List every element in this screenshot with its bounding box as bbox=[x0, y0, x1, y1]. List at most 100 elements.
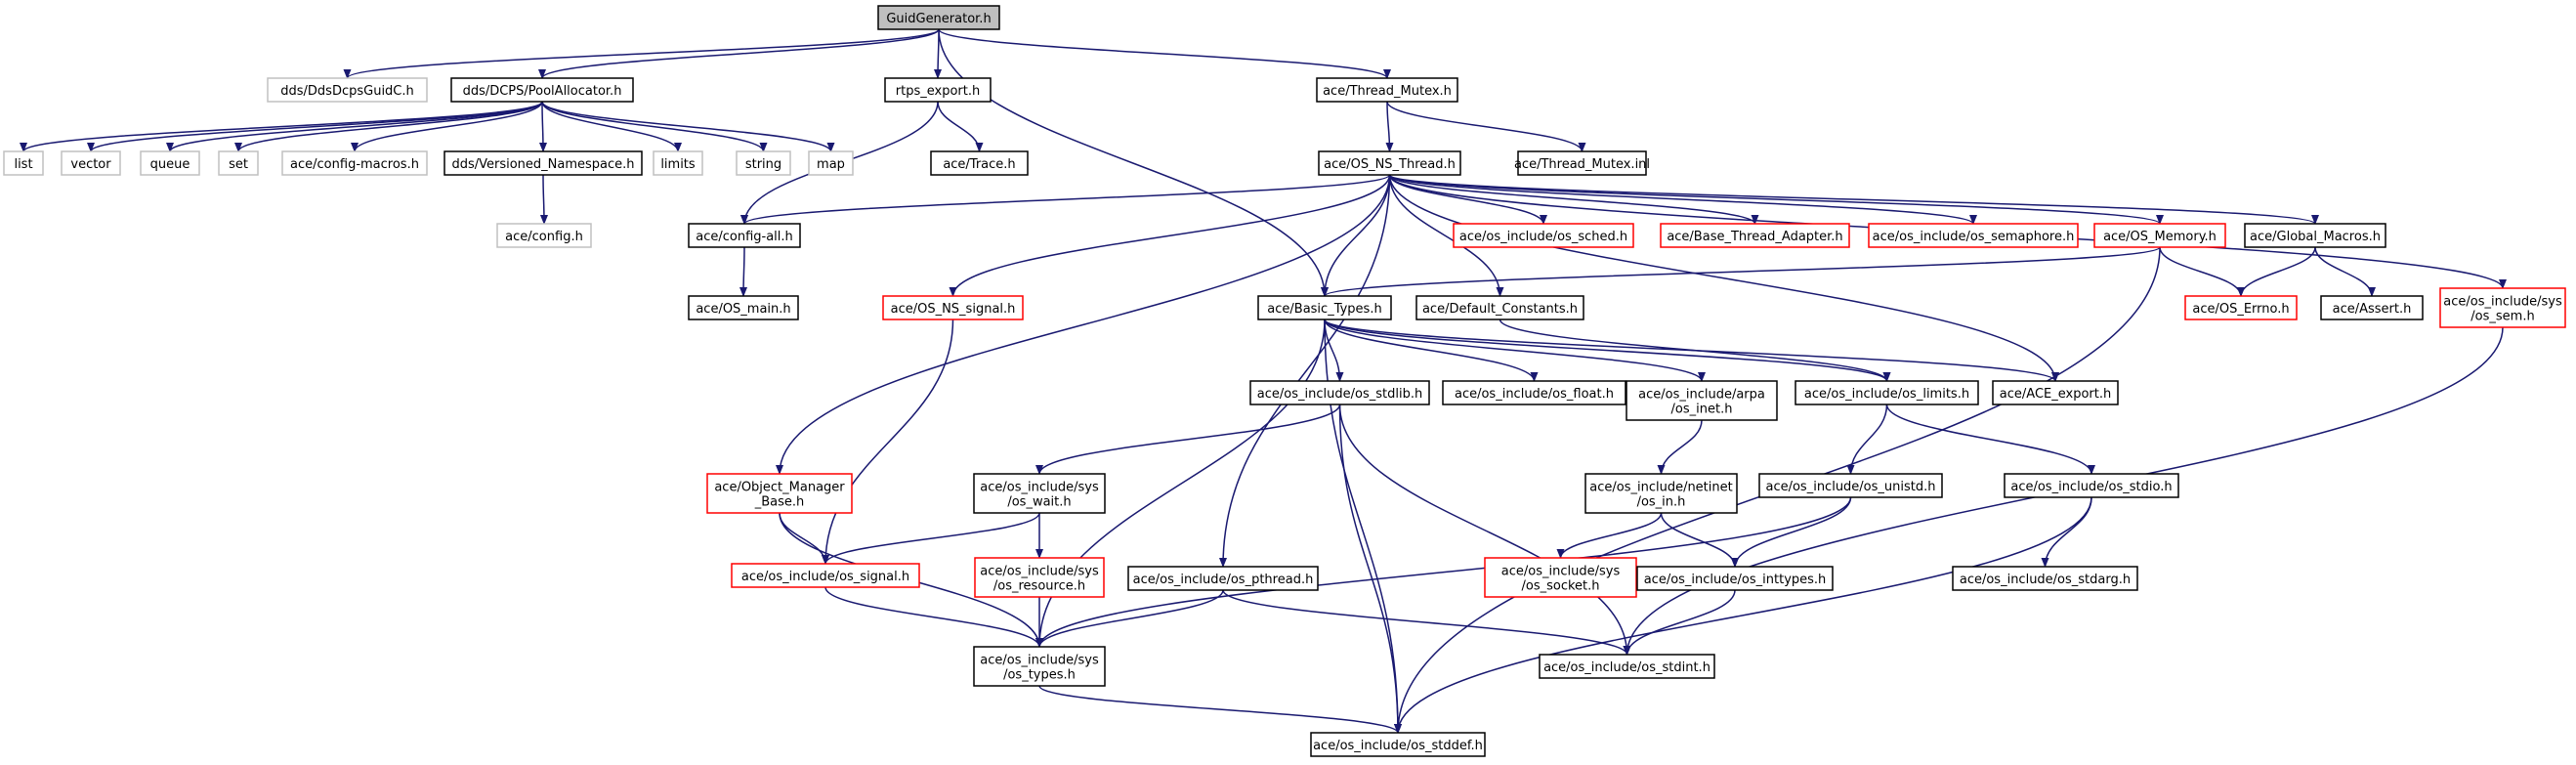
node-box bbox=[2320, 295, 2424, 320]
node-verns[interactable]: dds/Versioned_Namespace.h bbox=[443, 150, 643, 176]
node-vector[interactable]: vector bbox=[61, 150, 121, 176]
node-oserrno[interactable]: ace/OS_Errno.h bbox=[2184, 295, 2298, 320]
node-label: ace/os_include/os_pthread.h bbox=[1133, 573, 1314, 587]
node-label: dds/Versioned_Namespace.h bbox=[451, 157, 634, 172]
edge-osns-to-ossema bbox=[1388, 174, 1977, 225]
node-resource[interactable]: ace/os_include/sys/os_resource.h bbox=[974, 557, 1105, 598]
node-label: vector bbox=[70, 157, 111, 172]
node-trace[interactable]: ace/Trace.h bbox=[930, 150, 1029, 176]
node-box bbox=[1415, 295, 1584, 320]
node-label: ace/os_include/sys bbox=[980, 481, 1099, 495]
node-syssocket[interactable]: ace/os_include/sys/os_socket.h bbox=[1484, 557, 1637, 598]
node-label: ace/os_include/netinet bbox=[1589, 481, 1732, 495]
node-label: dds/DdsDcpsGuidC.h bbox=[280, 84, 414, 99]
node-config[interactable]: ace/config.h bbox=[496, 223, 592, 248]
node-defconst[interactable]: ace/Default_Constants.h bbox=[1415, 295, 1584, 320]
node-label: ace/Basic_Types.h bbox=[1267, 302, 1381, 317]
edge-poolalloc-to-set bbox=[234, 101, 543, 152]
node-ddsguidc[interactable]: dds/DdsDcpsGuidC.h bbox=[267, 77, 428, 103]
node-limits[interactable]: limits bbox=[653, 150, 703, 176]
node-stdarg[interactable]: ace/os_include/os_stdarg.h bbox=[1952, 566, 2138, 591]
node-label: ace/config.h bbox=[505, 230, 583, 244]
edge-poolalloc-to-queue bbox=[166, 101, 543, 152]
node-objmgr[interactable]: ace/Object_Manager_Base.h bbox=[706, 473, 853, 514]
node-arpainet[interactable]: ace/os_include/arpa/os_inet.h bbox=[1626, 380, 1778, 421]
node-cfgall[interactable]: ace/config-all.h bbox=[688, 223, 801, 248]
node-ossched[interactable]: ace/os_include/os_sched.h bbox=[1453, 223, 1634, 248]
node-box bbox=[1484, 557, 1637, 598]
edge-cfgall-to-osmain bbox=[739, 246, 748, 297]
edge-globmac-to-assert bbox=[2314, 246, 2376, 297]
edge-poolalloc-to-list bbox=[20, 101, 543, 152]
node-box bbox=[882, 295, 1024, 320]
node-basictypes[interactable]: ace/Basic_Types.h bbox=[1257, 295, 1392, 320]
node-ossem[interactable]: ace/os_include/sys/os_sem.h bbox=[2439, 287, 2566, 328]
node-syswait[interactable]: ace/os_include/sys/os_wait.h bbox=[973, 473, 1106, 514]
node-float[interactable]: ace/os_include/os_float.h bbox=[1442, 380, 1626, 405]
edge-osns-to-globmac bbox=[1388, 174, 2319, 225]
node-label: map bbox=[817, 157, 845, 172]
node-box bbox=[1310, 732, 1486, 757]
node-btadapter[interactable]: ace/Base_Thread_Adapter.h bbox=[1660, 223, 1850, 248]
node-rtps[interactable]: rtps_export.h bbox=[884, 77, 992, 103]
node-label: ace/os_include/os_float.h bbox=[1455, 387, 1614, 402]
node-string[interactable]: string bbox=[736, 150, 791, 176]
node-label: ace/Thread_Mutex.inl bbox=[1514, 157, 1650, 172]
node-label: /os_in.h bbox=[1637, 495, 1686, 510]
node-label: /os_types.h bbox=[1003, 668, 1076, 683]
edge-nssignal-to-ossignal bbox=[822, 319, 954, 565]
node-inttypes[interactable]: ace/os_include/os_inttypes.h bbox=[1636, 566, 1834, 591]
node-stdio[interactable]: ace/os_include/os_stdio.h bbox=[2004, 473, 2179, 498]
node-osmain[interactable]: ace/OS_main.h bbox=[688, 295, 799, 320]
node-label: _Base.h bbox=[754, 495, 805, 510]
node-stdint[interactable]: ace/os_include/os_stdint.h bbox=[1539, 654, 1715, 679]
node-osmem[interactable]: ace/OS_Memory.h bbox=[2093, 223, 2226, 248]
edge-netinet-to-syssocket bbox=[1556, 512, 1663, 559]
node-assert[interactable]: ace/Assert.h bbox=[2320, 295, 2424, 320]
edge-poolalloc-to-string bbox=[541, 101, 768, 152]
node-label: /os_resource.h bbox=[993, 579, 1085, 594]
node-unistd[interactable]: ace/os_include/os_unistd.h bbox=[1758, 473, 1943, 498]
edge-tmutex-to-osns bbox=[1385, 101, 1394, 152]
node-poolalloc[interactable]: dds/DCPS/PoolAllocator.h bbox=[450, 77, 634, 103]
node-cfgmacros[interactable]: ace/config-macros.h bbox=[281, 150, 428, 176]
node-ossignal[interactable]: ace/os_include/os_signal.h bbox=[731, 563, 920, 588]
edge-inttypes-to-stdint bbox=[1623, 589, 1736, 656]
node-list[interactable]: list bbox=[3, 150, 44, 176]
node-oslimits[interactable]: ace/os_include/os_limits.h bbox=[1795, 380, 1979, 405]
node-aceexport[interactable]: ace/ACE_export.h bbox=[1992, 380, 2119, 405]
node-set[interactable]: set bbox=[218, 150, 259, 176]
node-label: GuidGenerator.h bbox=[886, 12, 991, 26]
edge-poolalloc-to-vector bbox=[87, 101, 543, 152]
node-map[interactable]: map bbox=[808, 150, 854, 176]
node-ossema[interactable]: ace/os_include/os_semaphore.h bbox=[1868, 223, 2079, 248]
node-guid[interactable]: GuidGenerator.h bbox=[877, 5, 1000, 30]
node-box bbox=[1442, 380, 1626, 405]
node-label: ace/Assert.h bbox=[2333, 302, 2412, 317]
node-tmutexinl[interactable]: ace/Thread_Mutex.inl bbox=[1514, 150, 1650, 176]
node-osns[interactable]: ace/OS_NS_Thread.h bbox=[1318, 150, 1461, 176]
node-globmac[interactable]: ace/Global_Macros.h bbox=[2244, 223, 2386, 248]
node-stddef[interactable]: ace/os_include/os_stddef.h bbox=[1310, 732, 1486, 757]
node-stdlib[interactable]: ace/os_include/os_stdlib.h bbox=[1249, 380, 1430, 405]
edge-oslimits-to-unistd bbox=[1846, 404, 1888, 475]
node-layer: GuidGenerator.h dds/DdsDcpsGuidC.h dds/DCP… bbox=[3, 5, 2566, 757]
node-tmutex[interactable]: ace/Thread_Mutex.h bbox=[1316, 77, 1458, 103]
edge-basictypes-to-float bbox=[1324, 319, 1539, 382]
node-box bbox=[61, 150, 121, 176]
edge-ossignal-to-systypes bbox=[824, 586, 1043, 648]
node-box bbox=[281, 150, 428, 176]
node-label: string bbox=[745, 157, 781, 172]
node-label: ace/os_include/sys bbox=[980, 565, 1099, 579]
node-label: rtps_export.h bbox=[896, 84, 980, 99]
node-queue[interactable]: queue bbox=[140, 150, 200, 176]
node-netinet[interactable]: ace/os_include/netinet/os_in.h bbox=[1584, 473, 1738, 514]
node-box bbox=[653, 150, 703, 176]
node-pthread[interactable]: ace/os_include/os_pthread.h bbox=[1127, 566, 1319, 591]
edge-verns-to-config bbox=[539, 174, 548, 225]
node-box bbox=[218, 150, 259, 176]
node-box bbox=[1868, 223, 2079, 248]
node-systypes[interactable]: ace/os_include/sys/os_types.h bbox=[973, 646, 1106, 687]
node-nssignal[interactable]: ace/OS_NS_signal.h bbox=[882, 295, 1024, 320]
